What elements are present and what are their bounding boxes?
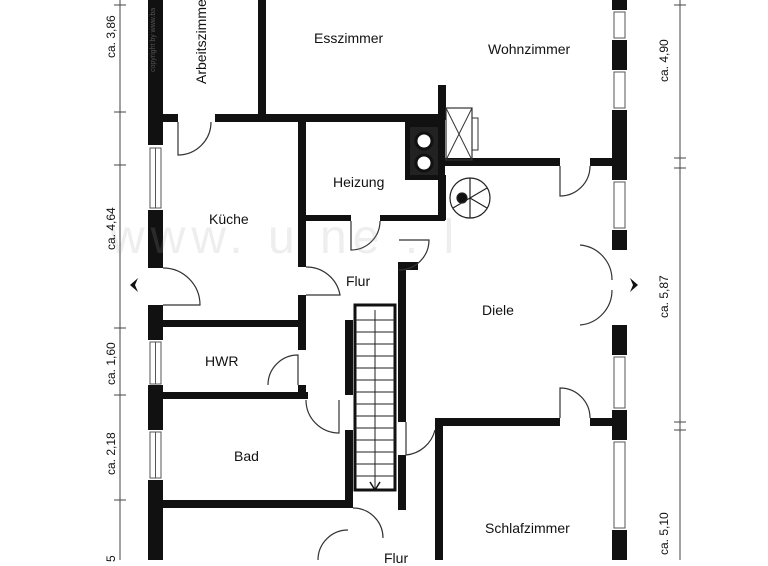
room-label-arbeitszimmer: Arbeitszimmer [193,0,209,84]
room-label-heizung: Heizung [333,174,385,190]
doors [162,121,613,560]
dimension-left-1: ca. 3,86 [104,15,118,58]
spiral-stair [449,177,491,219]
room-label-diele: Diele [482,302,514,318]
dimension-left-4: ca. 2,18 [104,432,118,475]
dimension-left-3: ca. 1,60 [104,342,118,385]
entrance-arrow-left [130,278,138,292]
room-label-kueche: Küche [209,211,249,227]
windows [149,11,626,529]
watermark: www. u ne . l [110,211,461,264]
room-label-hwr: HWR [205,353,239,369]
room-label-bad: Bad [234,448,259,464]
entrance-markers [130,278,638,292]
dimension-right-1: ca. 4,90 [657,39,671,82]
dimension-left-5: 5 [104,555,118,562]
room-label-schlafzimmer: Schlafzimmer [485,520,570,536]
room-label-flur-upper: Flur [346,273,371,289]
dimension-lines [114,0,686,560]
room-label-flur-lower: Flur [384,550,409,566]
staircase [353,303,397,492]
chimney-flues [410,107,479,175]
room-label-wohnzimmer: Wohnzimmer [488,41,571,57]
dimension-left-2: ca. 4,64 [104,207,118,250]
dimension-right-3: ca. 5,10 [657,512,671,555]
entrance-arrow-right [630,278,638,292]
dimension-right-2: ca. 5,87 [657,275,671,318]
room-label-esszimmer: Esszimmer [314,30,384,46]
copyright-note: copyright by www.ba [150,7,157,72]
